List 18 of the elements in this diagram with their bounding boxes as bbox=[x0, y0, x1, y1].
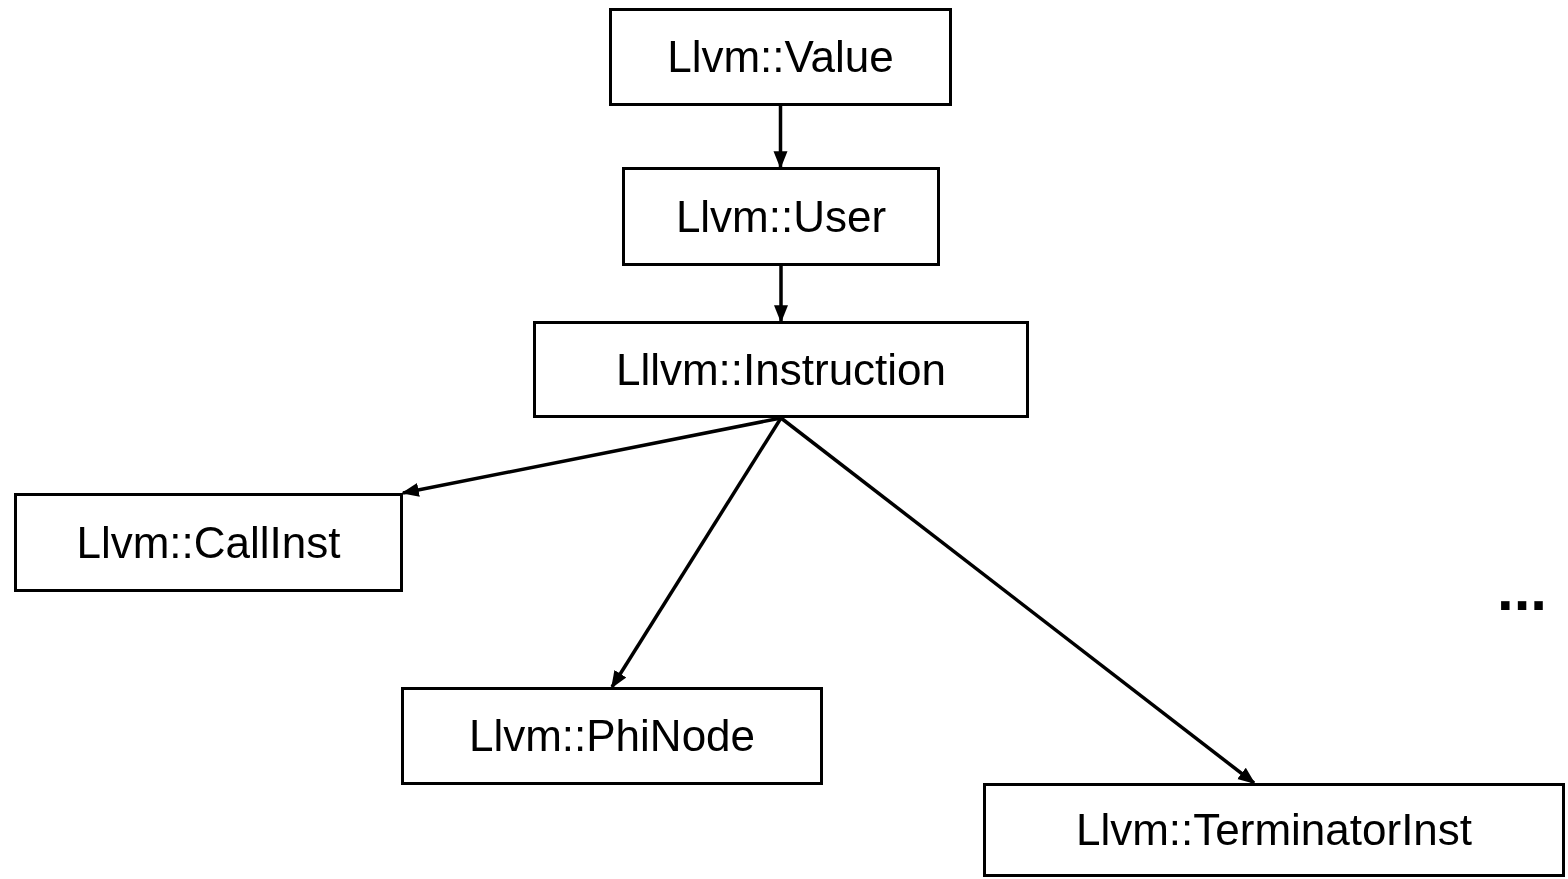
class-box bbox=[533, 321, 1029, 418]
class-name: Llvm::Value bbox=[667, 32, 894, 82]
arrow bbox=[779, 416, 1256, 785]
class-name: Llvm::User bbox=[675, 191, 887, 242]
arrow bbox=[610, 417, 783, 689]
class-name: Llvm::CallInst bbox=[76, 517, 341, 568]
arrow bbox=[401, 416, 782, 497]
arrow bbox=[773, 106, 788, 169]
class-box bbox=[983, 783, 1565, 877]
class-name: Llvm::PhiNode bbox=[468, 711, 756, 761]
class-name: Lllvm::Instruction bbox=[615, 344, 947, 395]
arrow bbox=[774, 266, 788, 323]
class-box bbox=[14, 493, 403, 592]
class-name: Llvm::TerminatorInst bbox=[1075, 805, 1473, 855]
class-box bbox=[622, 167, 940, 266]
class-box bbox=[609, 8, 952, 106]
class-box bbox=[401, 687, 823, 785]
ellipsis-note: ... bbox=[1497, 560, 1547, 620]
